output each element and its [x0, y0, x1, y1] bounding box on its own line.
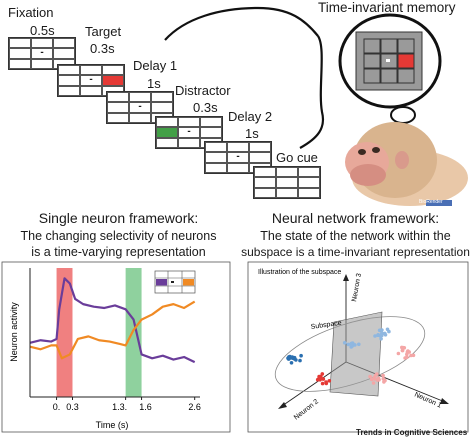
- cluster-dot: [396, 351, 401, 356]
- cluster-dot: [368, 374, 372, 379]
- stage-gocue-label: Go cue: [276, 150, 318, 165]
- left-panel-title: Single neuron framework:: [38, 210, 199, 226]
- cluster-dot: [383, 331, 387, 336]
- cluster-dot: [320, 381, 325, 386]
- cluster-dot: [298, 358, 302, 363]
- stage-delay1-duration: 1s: [147, 76, 161, 91]
- cluster-dot: [382, 380, 386, 384]
- cluster-dot: [292, 355, 297, 360]
- left-panel-subtitle-1: The changing selectivity of neurons: [20, 229, 217, 243]
- shaded-interval-green: [125, 268, 142, 397]
- cluster-dot: [342, 341, 347, 345]
- cluster-dot: [373, 334, 377, 338]
- cluster-dot: [405, 355, 409, 360]
- series-line-orange: [29, 300, 196, 360]
- series-line-purple: [29, 277, 196, 364]
- left-panel-subtitle-2: is a time-varying representation: [31, 245, 206, 259]
- stage-delay2-duration: 1s: [245, 126, 259, 141]
- journal-footer: Trends in Cognitive Sciences: [356, 428, 468, 437]
- subspace-plane: [329, 311, 383, 397]
- biorender-badge: BioRender: [419, 199, 443, 205]
- cluster-dot: [327, 379, 332, 383]
- cluster-dot: [289, 361, 294, 365]
- subspace-figure-title: Illustration of the subspace: [258, 269, 341, 276]
- cluster-dot: [349, 342, 354, 347]
- cluster-dot: [287, 355, 291, 359]
- x-tick-label: 1.6: [139, 402, 152, 412]
- cluster-dot: [357, 342, 361, 347]
- cluster-dot: [377, 378, 381, 382]
- memory-title: Time-invariant memory: [318, 0, 456, 15]
- cluster-dot: [299, 353, 303, 358]
- target-square: [102, 75, 124, 86]
- cluster-dot: [378, 334, 383, 338]
- legend-orange-swatch: [183, 279, 194, 286]
- right-panel-subtitle-2: subspace is a time-invariant representat…: [241, 245, 470, 259]
- stage-delay2-label: Delay 2: [228, 109, 273, 124]
- cluster-dot: [320, 372, 325, 376]
- stage-distractor-label: Distractor: [175, 83, 231, 98]
- stage-fixation-label: Fixation: [8, 5, 54, 20]
- chart-frame: [1, 261, 231, 433]
- x-tick-label: 2.6: [188, 402, 201, 412]
- x-axis-label: Time (s): [96, 420, 129, 430]
- x-tick-label: 0.3: [66, 402, 79, 412]
- stage-fixation-duration: 0.5s: [30, 23, 55, 38]
- screen-delay2: [204, 141, 272, 174]
- cluster-dot: [373, 373, 378, 378]
- cluster-dot: [379, 337, 383, 341]
- right-panel-title: Neural network framework:: [271, 210, 440, 226]
- cluster-dot: [369, 377, 374, 382]
- cluster-dot: [324, 380, 328, 384]
- cluster-dot: [371, 381, 376, 385]
- stage-delay1-label: Delay 1: [133, 58, 178, 73]
- cluster-dot: [346, 342, 351, 347]
- x-tick-label: 0.: [53, 402, 61, 412]
- cluster-dot: [319, 376, 324, 381]
- cluster-dot: [405, 350, 410, 354]
- cluster-dot: [409, 353, 413, 358]
- x-tick-label: 1.3.: [112, 402, 127, 412]
- screen-gocue: [253, 166, 321, 199]
- cluster-dot: [400, 345, 404, 350]
- right-panel-subtitle-1: The state of the network within the: [260, 229, 451, 243]
- cluster-dot: [400, 348, 405, 353]
- subspace-label: Subspace: [310, 320, 342, 331]
- cluster-dot: [380, 328, 384, 332]
- legend-purple-swatch: [156, 279, 167, 286]
- stage-target-duration: 0.3s: [90, 41, 115, 56]
- stage-distractor-duration: 0.3s: [193, 100, 218, 115]
- cluster-dot: [381, 376, 386, 381]
- chart-legend: [154, 270, 196, 294]
- axis-label-neuron-3: Neuron 3: [351, 273, 363, 303]
- y-axis-label: Neuron activity: [9, 302, 19, 362]
- cluster-dot: [381, 373, 385, 378]
- stage-target-label: Target: [85, 24, 122, 39]
- cluster-dot: [387, 329, 391, 334]
